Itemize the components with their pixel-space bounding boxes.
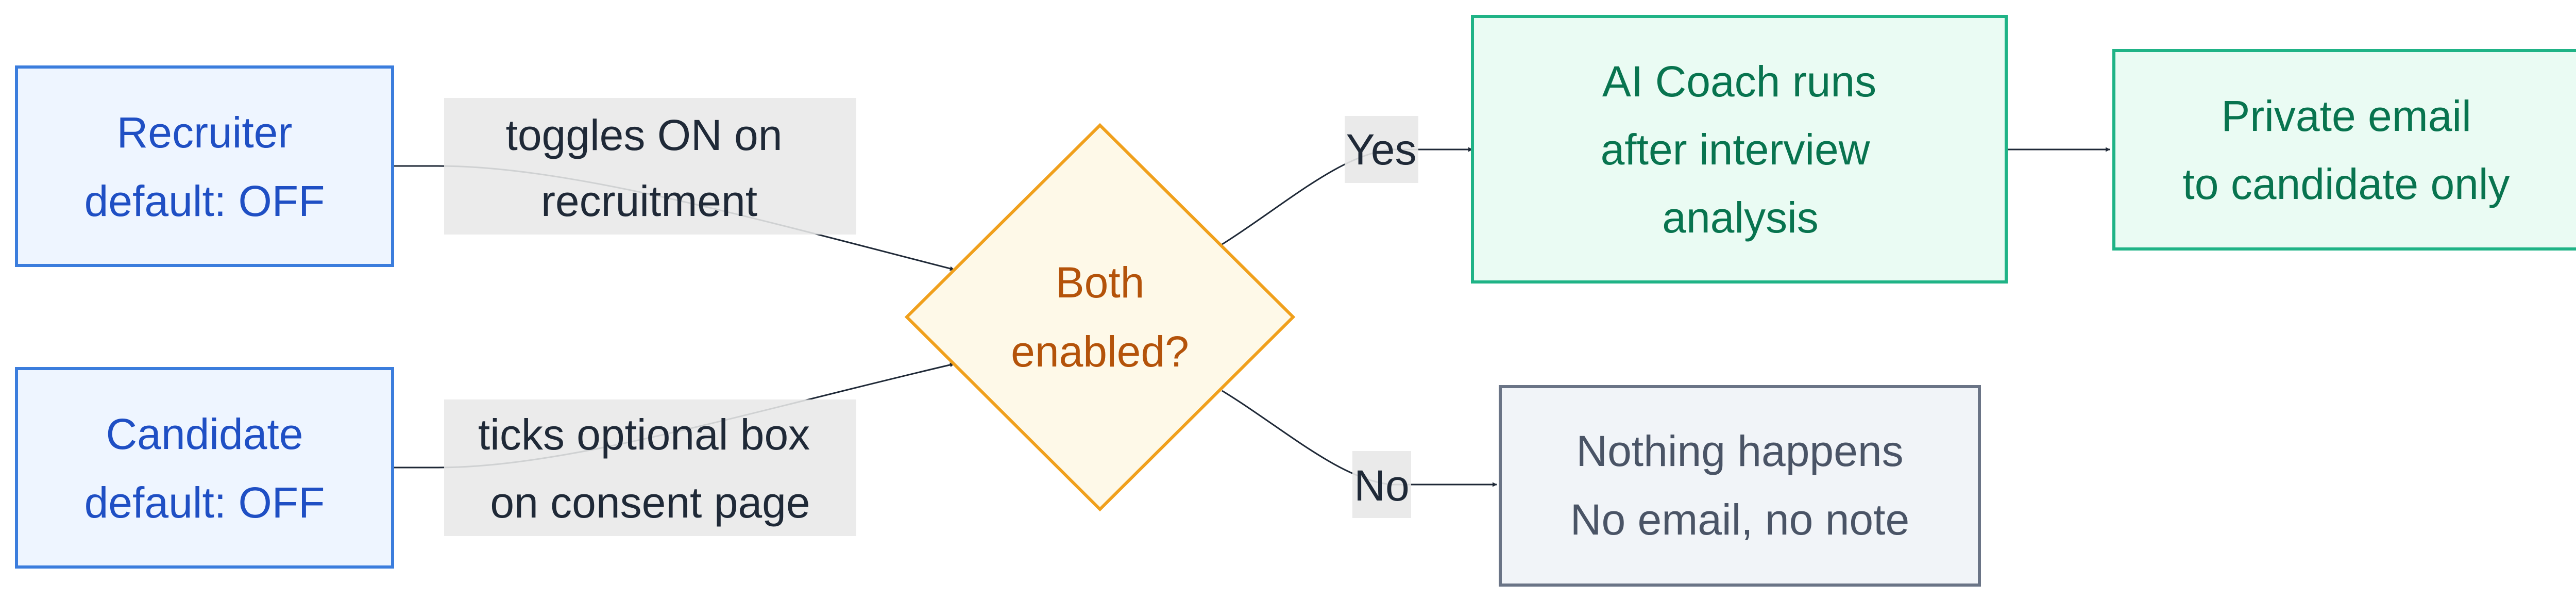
node-coach-line2: after interview bbox=[1601, 125, 1870, 174]
node-email: Private email to candidate only bbox=[2112, 49, 2576, 251]
edge-label-recruiter: toggles ON on recruitment bbox=[444, 98, 856, 235]
node-email-line1: Private email bbox=[2221, 92, 2471, 140]
node-candidate-line1: Candidate bbox=[106, 410, 303, 458]
node-recruiter-line2: default: OFF bbox=[84, 177, 325, 225]
edge-label-recruiter-line1: toggles ON on bbox=[506, 111, 783, 159]
edge-label-yes-text: Yes bbox=[1346, 125, 1416, 174]
edge-label-candidate-line1: ticks optional box bbox=[478, 410, 810, 459]
edge-label-no: No bbox=[1352, 451, 1411, 518]
node-nothing-line1: Nothing happens bbox=[1576, 427, 1903, 475]
node-candidate-line2: default: OFF bbox=[84, 478, 325, 527]
node-decision: Both enabled? bbox=[904, 123, 1296, 512]
node-coach-line3: analysis bbox=[1662, 193, 1818, 242]
node-decision-line2: enabled? bbox=[1011, 327, 1189, 376]
edge-label-no-text: No bbox=[1354, 461, 1409, 510]
node-recruiter-line1: Recruiter bbox=[117, 108, 293, 157]
node-nothing-line2: No email, no note bbox=[1570, 495, 1909, 544]
edge-label-recruiter-line2: recruitment bbox=[541, 177, 757, 225]
node-email-line2: to candidate only bbox=[2182, 160, 2510, 208]
node-recruiter: Recruiter default: OFF bbox=[15, 65, 394, 267]
node-candidate: Candidate default: OFF bbox=[15, 367, 394, 569]
node-coach: AI Coach runs after interview analysis bbox=[1471, 15, 2008, 284]
edge-label-yes: Yes bbox=[1345, 116, 1418, 183]
edge-label-candidate-line2: on consent page bbox=[490, 478, 810, 527]
node-coach-line1: AI Coach runs bbox=[1602, 57, 1876, 106]
node-decision-line1: Both bbox=[1056, 258, 1145, 307]
node-nothing: Nothing happens No email, no note bbox=[1499, 385, 1981, 587]
edge-label-candidate: ticks optional box on consent page bbox=[444, 399, 856, 536]
